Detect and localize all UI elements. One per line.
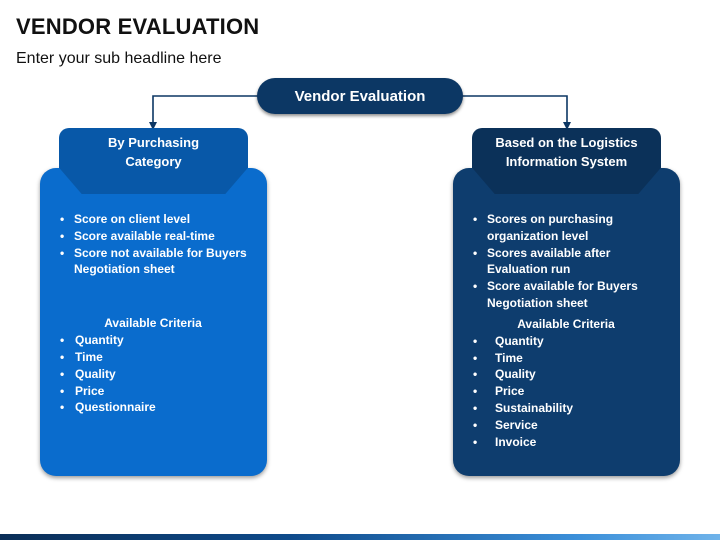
left-header-line2: Category	[125, 154, 182, 169]
right-header-tab: Based on the Logistics Information Syste…	[472, 128, 661, 194]
list-item: Service	[471, 417, 671, 434]
right-header-line1: Based on the Logistics	[495, 135, 638, 150]
list-item: Scores on purchasing organization level	[471, 211, 671, 245]
root-node: Vendor Evaluation	[257, 78, 463, 114]
right-bullet-list: Scores on purchasing organization level …	[471, 211, 671, 312]
list-item: Quantity	[471, 333, 671, 350]
list-item: Time	[471, 350, 671, 367]
list-item: Score not available for Buyers Negotiati…	[58, 245, 258, 279]
right-criteria-heading: Available Criteria	[517, 316, 615, 331]
list-item: Quality	[58, 366, 258, 383]
footer-gradient-bar	[0, 534, 720, 540]
list-item: Quality	[471, 366, 671, 383]
left-header-tab: By Purchasing Category	[59, 128, 248, 194]
list-item: Score on client level	[58, 211, 258, 228]
connector-right	[462, 95, 571, 130]
list-item: Price	[58, 383, 258, 400]
list-item: Invoice	[471, 434, 671, 451]
slide-subtitle: Enter your sub headline here	[16, 50, 222, 67]
list-item: Questionnaire	[58, 399, 258, 416]
list-item: Time	[58, 349, 258, 366]
list-item: Score available real-time	[58, 228, 258, 245]
list-item: Quantity	[58, 332, 258, 349]
left-criteria-heading: Available Criteria	[104, 316, 202, 331]
list-item: Price	[471, 383, 671, 400]
slide-title: VENDOR EVALUATION	[16, 14, 260, 39]
right-content: Scores on purchasing organization level …	[471, 211, 671, 450]
list-item: Sustainability	[471, 400, 671, 417]
right-header-line2: Information System	[505, 154, 628, 169]
root-node-label: Vendor Evaluation	[294, 87, 426, 105]
left-criteria-list: Quantity Time Quality Price Questionnair…	[58, 332, 258, 416]
left-bullet-list: Score on client level Score available re…	[58, 211, 258, 278]
list-item: Score available for Buyers Negotiation s…	[471, 278, 671, 312]
right-criteria-list: Quantity Time Quality Price Sustainabili…	[471, 333, 671, 451]
list-item: Scores available after Evaluation run	[471, 245, 671, 279]
left-header-line1: By Purchasing	[107, 135, 200, 150]
connector-left	[149, 95, 258, 130]
left-content: Score on client level Score available re…	[58, 211, 258, 416]
